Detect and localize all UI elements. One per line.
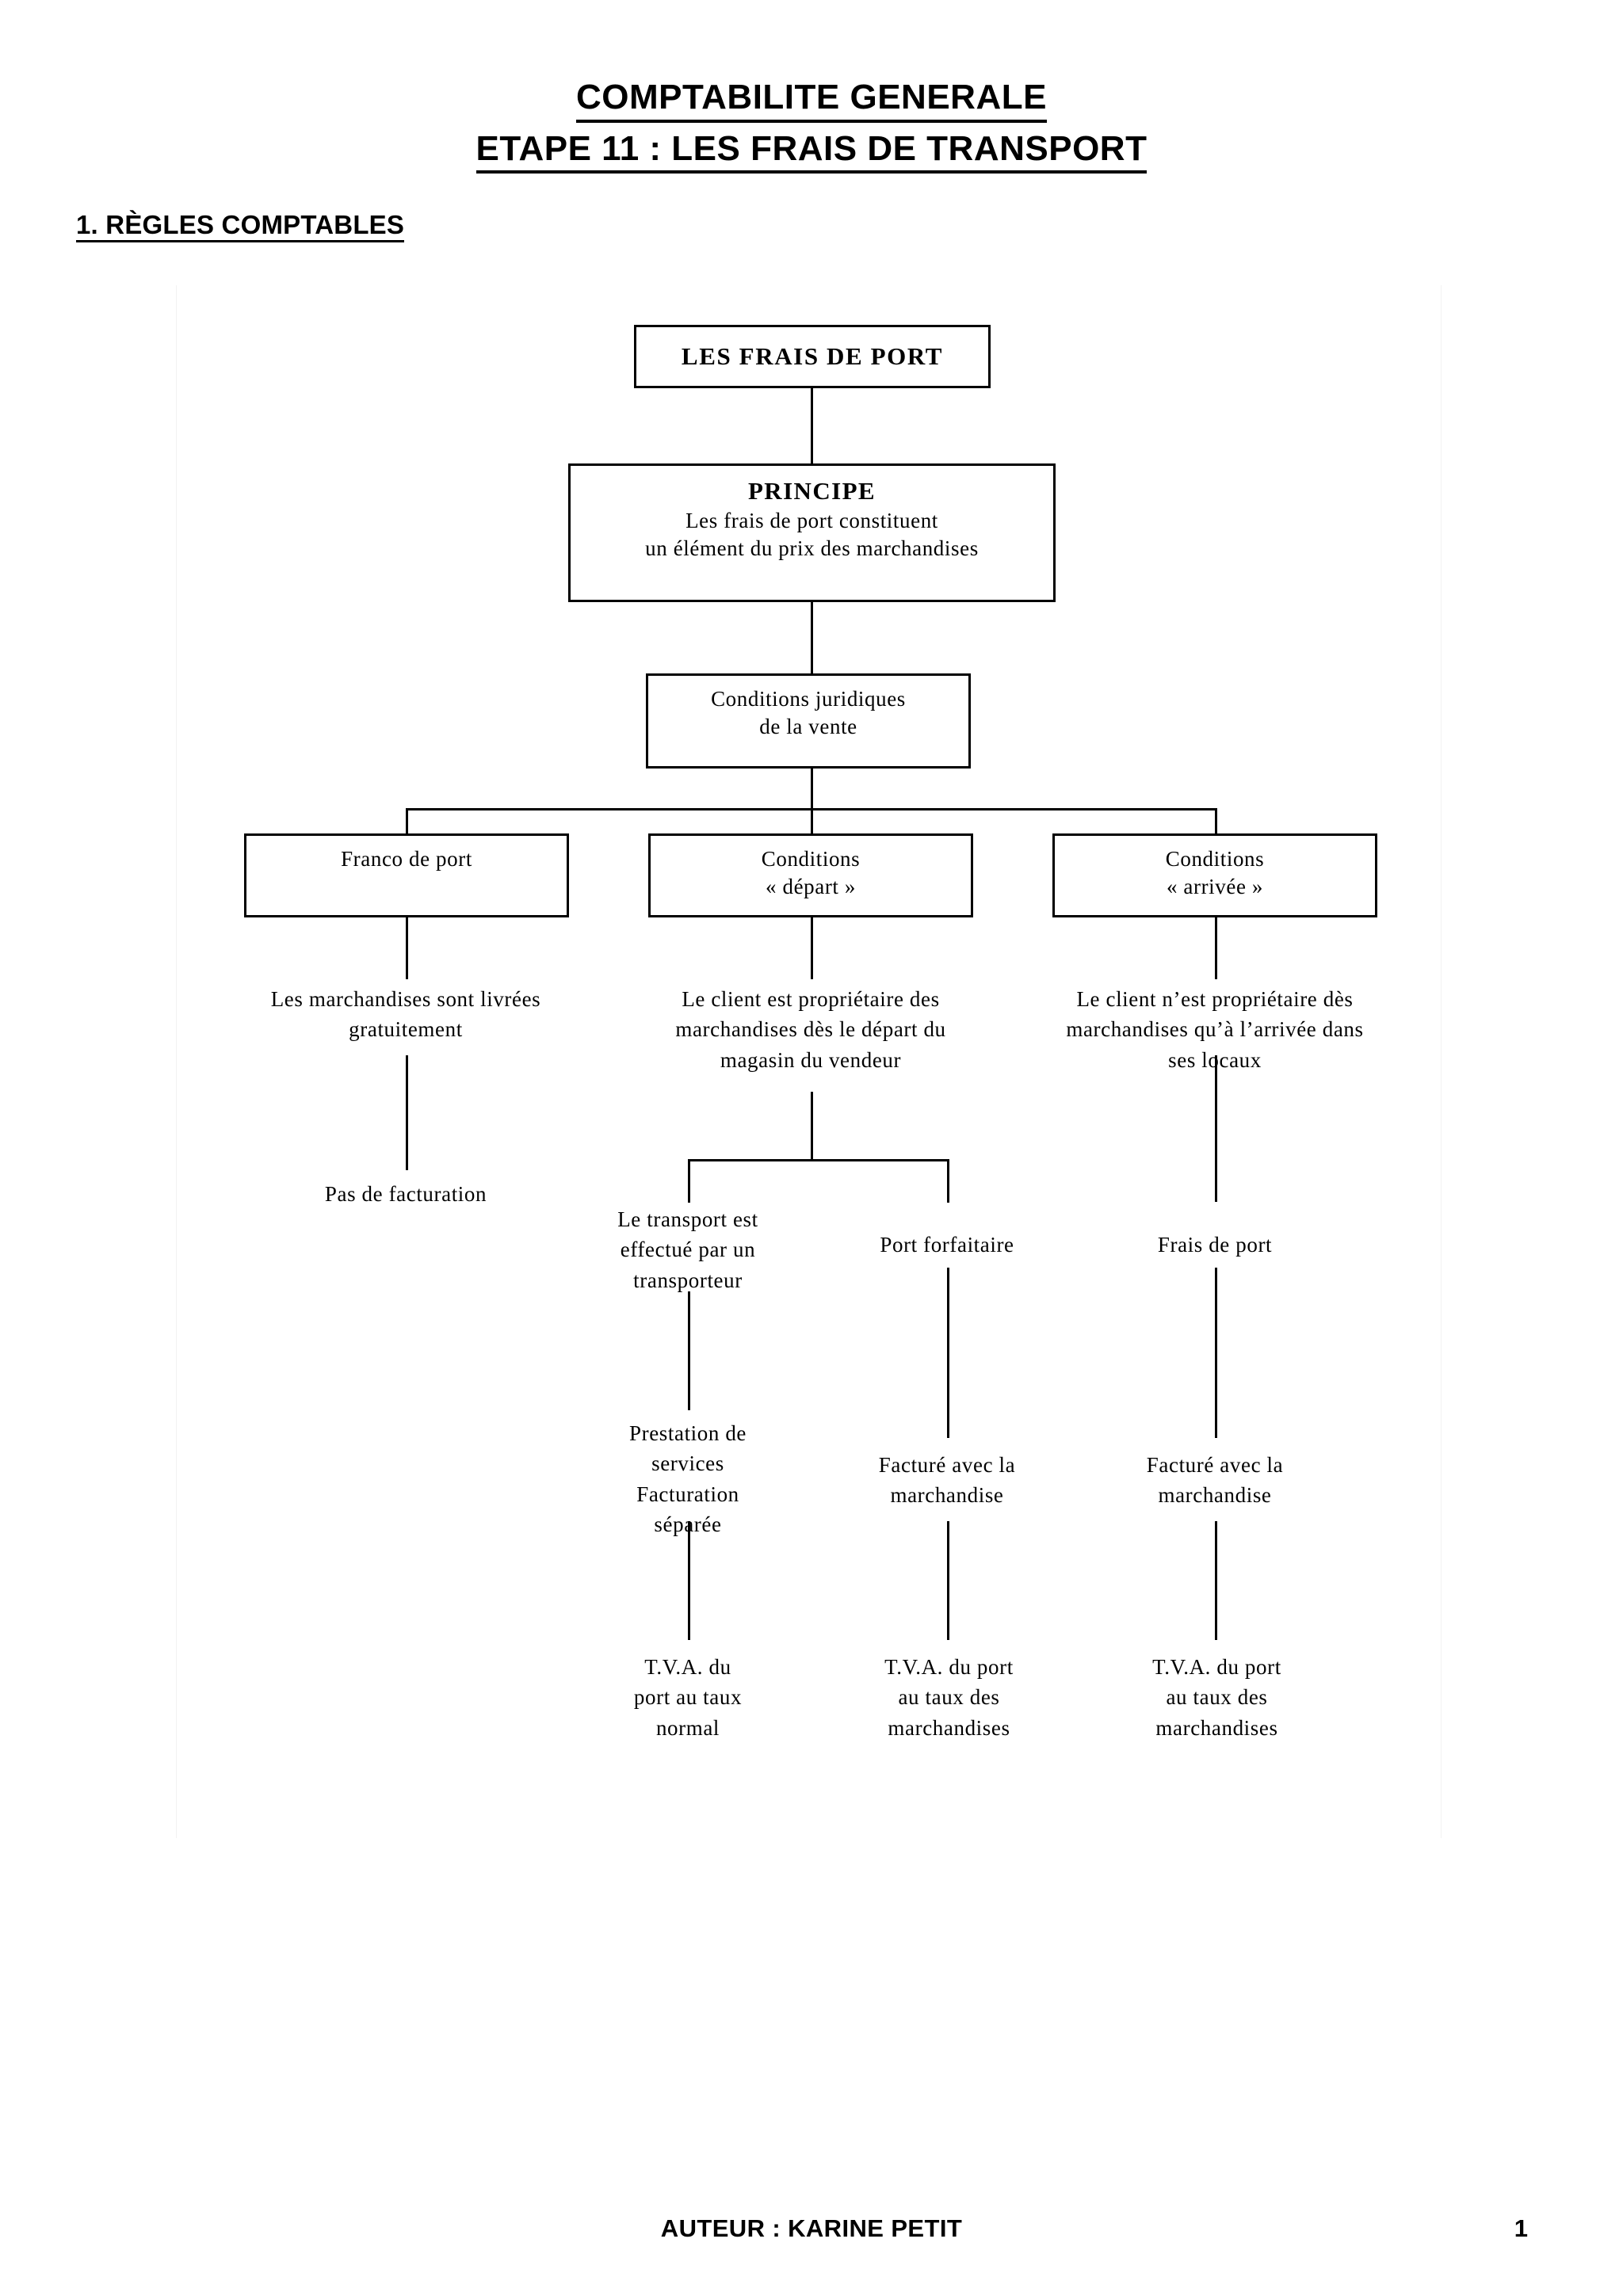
text-arrivee-billing: Facturé avec la marchandise bbox=[1112, 1450, 1318, 1511]
node-conditions-juridiques-line-1: Conditions juridiques bbox=[711, 687, 906, 711]
flowchart-frais-de-port: LES FRAIS DE PORT PRINCIPE Les frais de … bbox=[0, 261, 1623, 1838]
footer-page-number: 1 bbox=[1514, 2214, 1528, 2242]
node-conditions-arrivee: Conditions « arrivée » bbox=[1052, 833, 1377, 917]
scan-edge-left bbox=[176, 285, 177, 1838]
text-tva-transporteur-line-1: T.V.A. du bbox=[644, 1655, 731, 1679]
text-franco-description-line-1: Les marchandises sont livrées bbox=[270, 987, 541, 1011]
text-arrivee-billing-line-1: Facturé avec la bbox=[1146, 1453, 1284, 1477]
text-prestation-line-3: Facturation bbox=[636, 1482, 739, 1506]
node-franco-de-port-line-1: Franco de port bbox=[341, 847, 472, 871]
text-depart-description-line-3: magasin du vendeur bbox=[720, 1047, 902, 1072]
text-tva-arrivee: T.V.A. du port au taux des marchandises bbox=[1116, 1652, 1318, 1743]
node-conditions-depart-line-1: Conditions bbox=[761, 847, 861, 871]
connector-arrivee-billing-to-tva bbox=[1215, 1521, 1217, 1640]
node-franco-de-port: Franco de port bbox=[244, 833, 569, 917]
connector-transporteur-to-billing bbox=[688, 1291, 690, 1410]
text-prestation-line-2: services bbox=[651, 1451, 724, 1476]
node-principe: PRINCIPE Les frais de port constituent u… bbox=[568, 463, 1056, 602]
connector-depart-to-description bbox=[811, 917, 813, 979]
document-title-line-1: COMPTABILITE GENERALE bbox=[576, 76, 1047, 123]
document-title: COMPTABILITE GENERALE ETAPE 11 : LES FRA… bbox=[0, 76, 1623, 174]
text-arrivee-description-line-2: marchandises qu’à l’arrivée dans bbox=[1066, 1017, 1364, 1042]
connector-split-to-transporteur bbox=[688, 1159, 690, 1203]
node-conditions-juridiques-line-2: de la vente bbox=[759, 715, 857, 739]
text-transport-transporteur-line-3: transporteur bbox=[633, 1268, 743, 1292]
connector-root-to-principe bbox=[811, 388, 813, 463]
text-forfaitaire-billing: Facturé avec la marchandise bbox=[844, 1450, 1050, 1511]
connector-bus-to-franco bbox=[406, 808, 408, 833]
connector-bus-to-arrivee bbox=[1215, 808, 1217, 833]
text-prestation-line-4: séparée bbox=[593, 1509, 783, 1539]
text-pas-de-facturation: Pas de facturation bbox=[247, 1179, 564, 1209]
connector-split-to-forfaitaire bbox=[947, 1159, 949, 1203]
node-principe-heading: PRINCIPE bbox=[747, 477, 876, 505]
connector-frais-to-billing bbox=[1215, 1268, 1217, 1438]
text-depart-description-line-2: marchandises dès le départ du bbox=[675, 1017, 946, 1042]
text-tva-arrivee-line-1: T.V.A. du port bbox=[1152, 1655, 1281, 1679]
connector-forfaitaire-billing-to-tva bbox=[947, 1521, 949, 1640]
connector-bus-to-depart bbox=[811, 808, 813, 833]
node-les-frais-de-port: LES FRAIS DE PORT bbox=[634, 325, 991, 388]
text-frais-de-port-leaf: Frais de port bbox=[1116, 1230, 1314, 1260]
node-principe-line-1: Les frais de port constituent bbox=[685, 509, 938, 533]
text-tva-forfaitaire: T.V.A. du port au taux des marchandises bbox=[848, 1652, 1050, 1743]
text-arrivee-description-line-1: Le client n’est propriétaire dès bbox=[1076, 987, 1354, 1011]
connector-arrivee-description-to-outcome bbox=[1215, 1055, 1217, 1202]
text-tva-forfaitaire-line-2: au taux des bbox=[898, 1685, 1000, 1710]
connector-depart-split-stem bbox=[811, 1092, 813, 1159]
node-les-frais-de-port-label: LES FRAIS DE PORT bbox=[681, 341, 944, 370]
text-tva-transporteur-line-2: port au taux bbox=[633, 1685, 743, 1710]
text-tva-arrivee-line-2: au taux des bbox=[1166, 1685, 1268, 1710]
text-arrivee-billing-line-2: marchandise bbox=[1158, 1483, 1272, 1508]
text-forfaitaire-billing-line-2: marchandise bbox=[890, 1483, 1004, 1508]
document-title-line-2: ETAPE 11 : LES FRAIS DE TRANSPORT bbox=[475, 128, 1148, 174]
text-arrivee-description-line-3: ses locaux bbox=[1168, 1047, 1262, 1072]
node-principe-line-2: un élément du prix des marchandises bbox=[645, 536, 979, 561]
text-transport-transporteur-line-2: effectué par un bbox=[620, 1238, 756, 1262]
connector-franco-description-to-outcome bbox=[406, 1055, 408, 1170]
section-heading-text: 1. RÈGLES COMPTABLES bbox=[76, 210, 405, 242]
connector-conditions-stem bbox=[811, 769, 813, 808]
connector-franco-to-description bbox=[406, 917, 408, 979]
text-port-forfaitaire-line-1: Port forfaitaire bbox=[880, 1233, 1014, 1257]
text-tva-arrivee-line-3: marchandises bbox=[1155, 1715, 1278, 1740]
text-tva-transporteur: T.V.A. du port au taux normal bbox=[593, 1652, 783, 1743]
text-frais-de-port-leaf-line-1: Frais de port bbox=[1157, 1233, 1273, 1257]
section-heading: 1. RÈGLES COMPTABLES bbox=[76, 210, 405, 242]
connector-transporteur-billing-to-tva bbox=[688, 1521, 690, 1640]
text-port-forfaitaire: Port forfaitaire bbox=[844, 1230, 1050, 1260]
text-tva-forfaitaire-line-3: marchandises bbox=[888, 1715, 1010, 1740]
text-franco-description-line-2: gratuitement bbox=[349, 1017, 463, 1042]
text-tva-transporteur-line-3: normal bbox=[655, 1715, 720, 1740]
scan-edge-right bbox=[1441, 285, 1442, 1838]
connector-arrivee-to-description bbox=[1215, 917, 1217, 979]
node-conditions-arrivee-line-2: « arrivée » bbox=[1166, 875, 1264, 899]
text-depart-description: Le client est propriétaire des marchandi… bbox=[613, 984, 1009, 1075]
text-arrivee-description: Le client n’est propriétaire dès marchan… bbox=[1017, 984, 1413, 1075]
text-pas-de-facturation-line-1: Pas de facturation bbox=[324, 1182, 487, 1206]
node-conditions-depart-line-2: « départ » bbox=[766, 875, 856, 899]
node-conditions-juridiques: Conditions juridiques de la vente bbox=[646, 673, 971, 769]
text-depart-description-line-1: Le client est propriétaire des bbox=[682, 987, 940, 1011]
connector-depart-split-bus bbox=[688, 1159, 949, 1161]
text-tva-forfaitaire-line-1: T.V.A. du port bbox=[884, 1655, 1014, 1679]
text-transport-transporteur: Le transport est effectué par un transpo… bbox=[589, 1204, 787, 1295]
text-franco-description: Les marchandises sont livrées gratuiteme… bbox=[208, 984, 604, 1045]
node-conditions-arrivee-line-1: Conditions bbox=[1165, 847, 1265, 871]
connector-forfaitaire-to-billing bbox=[947, 1268, 949, 1438]
footer-author: AUTEUR : KARINE PETIT bbox=[660, 2214, 963, 2242]
node-conditions-depart: Conditions « départ » bbox=[648, 833, 973, 917]
connector-principe-to-conditions bbox=[811, 602, 813, 673]
text-prestation-facturation-separee: Prestation de services Facturation sépar… bbox=[593, 1418, 783, 1539]
text-forfaitaire-billing-line-1: Facturé avec la bbox=[878, 1453, 1016, 1477]
text-transport-transporteur-line-1: Le transport est bbox=[617, 1207, 758, 1231]
text-prestation-line-1: Prestation de bbox=[628, 1421, 747, 1445]
